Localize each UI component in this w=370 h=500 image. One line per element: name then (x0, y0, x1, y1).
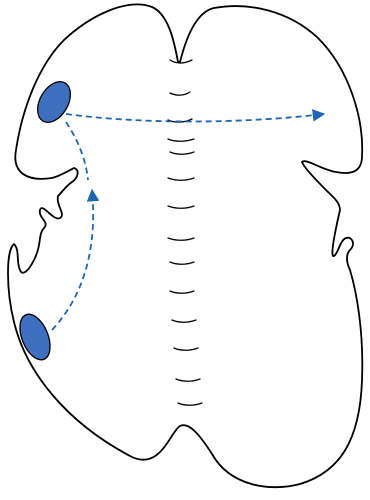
organism-outline (8, 4, 362, 487)
